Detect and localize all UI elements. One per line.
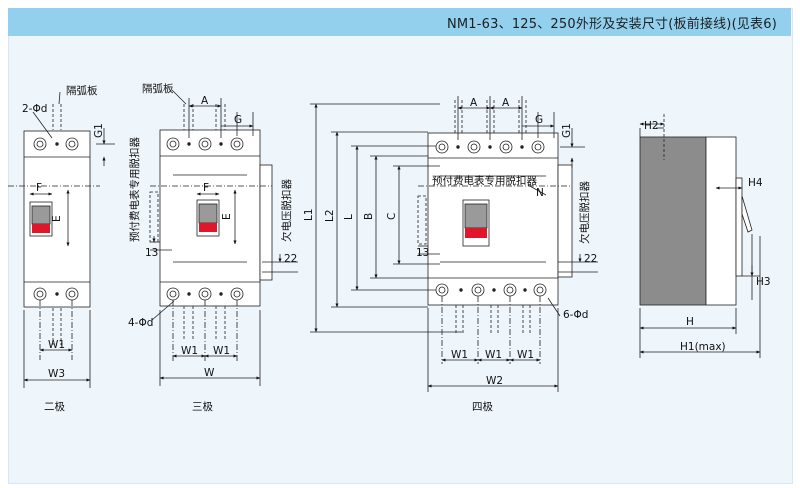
side-view: [639, 114, 761, 358]
label-L: L: [343, 214, 355, 220]
label-hole-3p: 4-Φd: [128, 317, 153, 329]
label-W1c-4p: W1: [517, 349, 534, 361]
label-H4: H4: [748, 177, 763, 189]
label-F-2p: F: [36, 182, 42, 194]
label-W2: W2: [486, 375, 503, 387]
label-undervoltage-3p: 欠电压脱扣器: [280, 179, 293, 242]
two-pole-view: [8, 91, 115, 388]
label-G-4p: G: [535, 114, 543, 126]
label-A2-4p: A: [502, 97, 510, 109]
label-E-2p: E: [51, 215, 63, 222]
label-W1a-3p: W1: [181, 345, 198, 357]
side-view-body: [639, 136, 707, 306]
label-W1b-4p: W1: [485, 349, 502, 361]
label-W: W: [204, 367, 215, 379]
caption-three-pole: 三极: [192, 400, 213, 413]
header-bar: NM1-63、125、250外形及安装尺寸(板前接线)(见表6): [8, 8, 791, 36]
label-barrier-3p: 隔弧板: [142, 82, 174, 95]
label-L2: L2: [324, 209, 336, 222]
label-W1-2p: W1: [48, 339, 65, 351]
label-C: C: [386, 213, 398, 220]
label-E-3p: E: [221, 213, 233, 220]
label-13-3p: 13: [145, 247, 158, 259]
label-N: N: [536, 187, 544, 199]
label-undervoltage-4p: 欠电压脱扣器: [578, 181, 591, 244]
label-H1: H1(max): [680, 341, 726, 353]
label-B: B: [363, 213, 375, 220]
label-L1: L1: [303, 208, 315, 221]
label-H3: H3: [756, 276, 771, 288]
caption-four-pole: 四极: [472, 400, 493, 413]
four-pole-body: [427, 132, 559, 306]
label-13-4p: 13: [416, 247, 429, 259]
labels: 隔弧板 2-Φd F E G1 W1 W3 二极 隔弧板 A G F E 预付费…: [22, 82, 771, 413]
four-pole-view: [310, 96, 598, 392]
label-G-3p: G: [234, 114, 242, 126]
label-G1-4p: G1: [561, 123, 573, 138]
label-W1a-4p: W1: [451, 349, 468, 361]
label-meter-release-3p: 预付费电表专用脱扣器: [128, 137, 141, 242]
label-G1-2p: G1: [93, 123, 105, 138]
label-barrier-2p: 隔弧板: [66, 84, 98, 97]
label-22-4p: 22: [584, 253, 597, 265]
label-hole-2p: 2-Φd: [22, 103, 47, 115]
label-H: H: [686, 316, 694, 328]
label-meter-release-4p: 预付费电表专用脱扣器: [432, 174, 537, 187]
label-A1-4p: A: [470, 97, 478, 109]
label-A-3p: A: [201, 95, 209, 107]
page-title: NM1-63、125、250外形及安装尺寸(板前接线)(见表6): [446, 17, 777, 32]
label-hole-4p: 6-Φd: [563, 309, 588, 321]
three-pole-view: [149, 89, 298, 386]
caption-two-pole: 二极: [44, 400, 65, 413]
label-W1b-3p: W1: [213, 345, 230, 357]
label-H2: H2: [644, 120, 659, 132]
label-F-3p: F: [203, 182, 209, 194]
label-W3: W3: [48, 368, 65, 380]
label-22-3p: 22: [284, 253, 297, 265]
